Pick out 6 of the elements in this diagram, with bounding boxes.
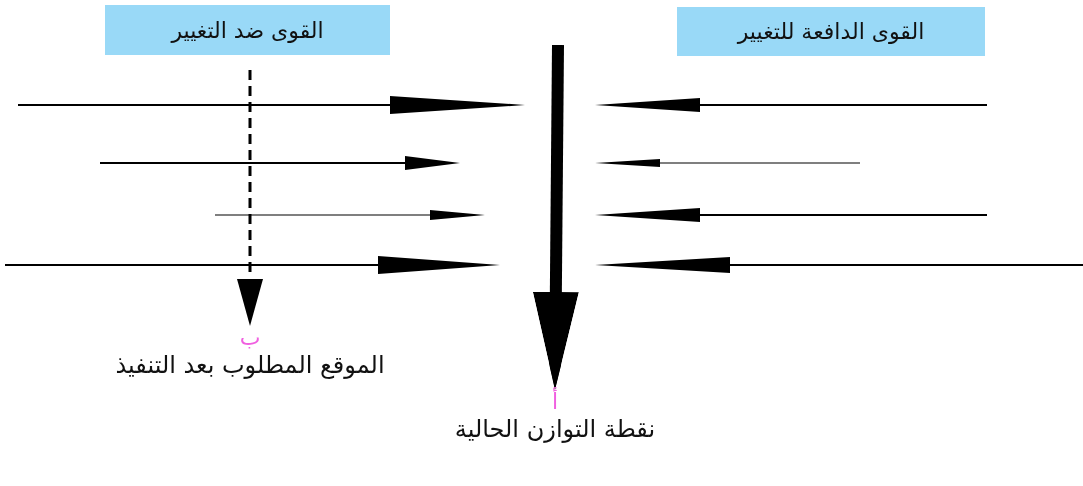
- heading-band: القوى الدافعة للتغيير: [677, 7, 985, 56]
- heading-band: القوى ضد التغيير: [105, 5, 390, 55]
- point-label: نقطة التوازن الحالية: [454, 414, 656, 446]
- arrow: [237, 70, 263, 326]
- point-letter: ب: [239, 326, 261, 351]
- point-label: الموقع المطلوب بعد التنفيذ: [115, 350, 385, 382]
